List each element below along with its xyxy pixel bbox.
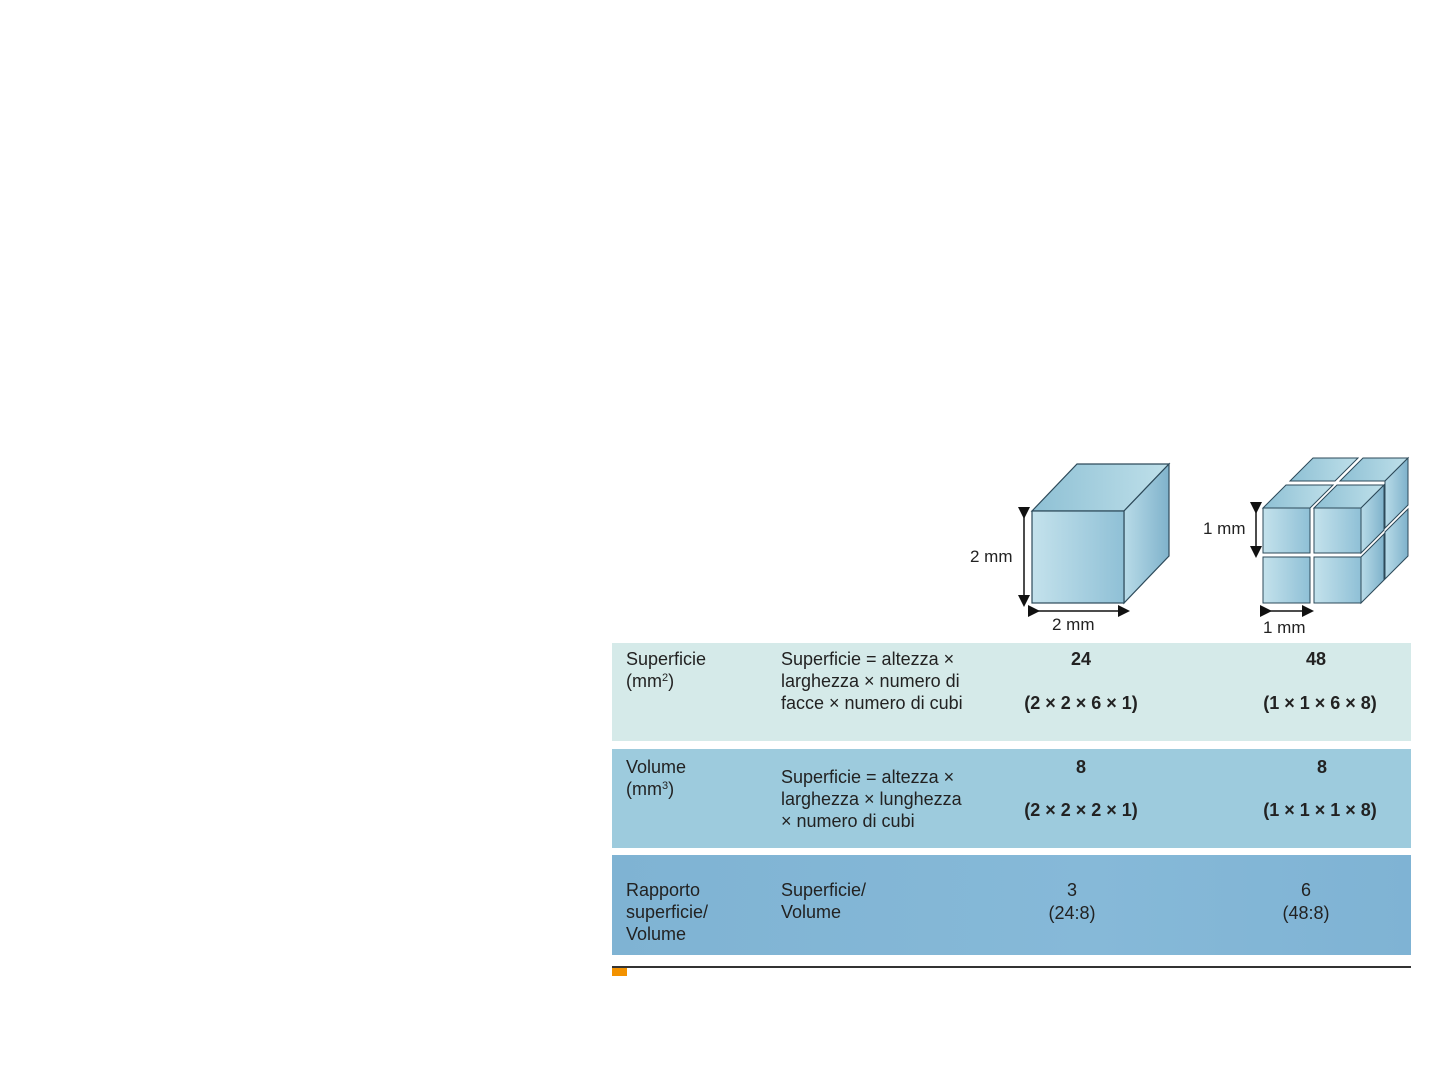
row-label: Volume(mm3) [626,757,687,799]
large-width-label: 2 mm [1052,615,1095,634]
large-calc: (2 × 2 × 6 × 1) [1024,693,1138,713]
accent-marker [612,968,627,976]
row-formula: Superficie/ Volume [781,880,867,922]
small-calc: (1 × 1 × 6 × 8) [1263,693,1377,713]
large-calc: (2 × 2 × 2 × 1) [1024,800,1138,820]
row-formula: Superficie = altezza × larghezza × numer… [781,649,963,713]
row-label: Superficie(mm2) [626,649,707,691]
table-row-surface: Superficie(mm2) Superficie = altezza × l… [612,643,1411,741]
small-calc: (1 × 1 × 1 × 8) [1263,800,1377,820]
small-value: 6 [1300,880,1311,900]
small-cubes [1261,456,1410,605]
large-value: 24 [1070,649,1092,669]
table-row-ratio: Rapporto superficie/ Volume Superficie/ … [612,855,1411,955]
small-value: 48 [1305,649,1327,669]
large-value: 8 [1075,757,1086,777]
large-cube [1030,462,1171,605]
large-height-label: 2 mm [970,547,1013,566]
row-formula: Superficie = altezza × larghezza × lungh… [781,767,962,831]
table-row-volume: Volume(mm3) Superficie = altezza × largh… [612,749,1411,848]
large-calc: (24:8) [1048,903,1096,923]
row-label: Rapporto superficie/ Volume [626,880,709,944]
bottom-rule [612,966,1411,968]
large-value: 3 [1066,880,1077,900]
small-height-label: 1 mm [1203,519,1246,538]
small-calc: (48:8) [1282,903,1330,923]
small-width-label: 1 mm [1263,618,1306,637]
small-value: 8 [1316,757,1327,777]
